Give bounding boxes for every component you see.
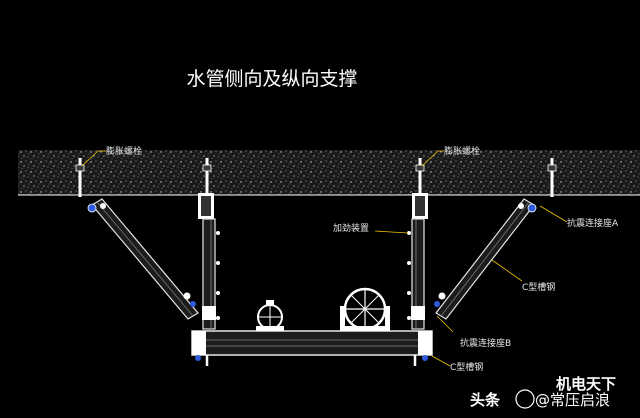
- expansion-bolt-left-outer: [75, 158, 85, 197]
- anchor-right-callout: 膨胀螺栓: [421, 145, 480, 167]
- seismic-connector-a-label: 抗震连接座A: [567, 217, 619, 229]
- watermark-account: @常压启浪: [535, 391, 610, 409]
- anchor-right-label: 膨胀螺栓: [444, 145, 480, 157]
- right-vertical-hanger: [407, 193, 428, 330]
- watermark-prefix: 头条: [470, 391, 501, 409]
- c-channel-diag-callout: C型槽钢: [491, 259, 555, 293]
- expansion-bolt-right-outer: [547, 158, 557, 197]
- c-channel-diag-label: C型槽钢: [522, 281, 555, 293]
- watermark-logo-icon: [515, 389, 535, 409]
- stiffener-callout: 加劲装置: [333, 222, 409, 234]
- large-pipe: [340, 287, 390, 331]
- watermark: 头条 @常压启浪 机电天下: [470, 375, 616, 409]
- stiffener-label: 加劲装置: [333, 222, 369, 234]
- small-pipe: [256, 300, 284, 331]
- left-vertical-hanger: [198, 193, 220, 330]
- seismic-connector-a-callout: 抗震连接座A: [539, 205, 619, 229]
- c-channel-beam-label: C型槽钢: [450, 361, 483, 373]
- c-channel-beam-callout: C型槽钢: [431, 355, 483, 373]
- drawing-title: 水管侧向及纵向支撑: [186, 68, 357, 90]
- seismic-connector-b-label: 抗震连接座B: [460, 337, 511, 349]
- bottom-channel-beam: [191, 330, 433, 366]
- anchor-left-label: 膨胀螺栓: [106, 145, 142, 157]
- right-diagonal-brace: [434, 198, 537, 320]
- watermark-brand: 机电天下: [556, 375, 616, 393]
- left-diagonal-brace: [87, 198, 199, 320]
- expansion-bolt-left-inner: [202, 158, 212, 197]
- anchor-left-callout: 膨胀螺栓: [81, 145, 142, 167]
- seismic-connector-b-callout: 抗震连接座B: [436, 315, 511, 349]
- concrete-slab: [18, 150, 640, 196]
- expansion-bolt-right-inner: [415, 158, 425, 197]
